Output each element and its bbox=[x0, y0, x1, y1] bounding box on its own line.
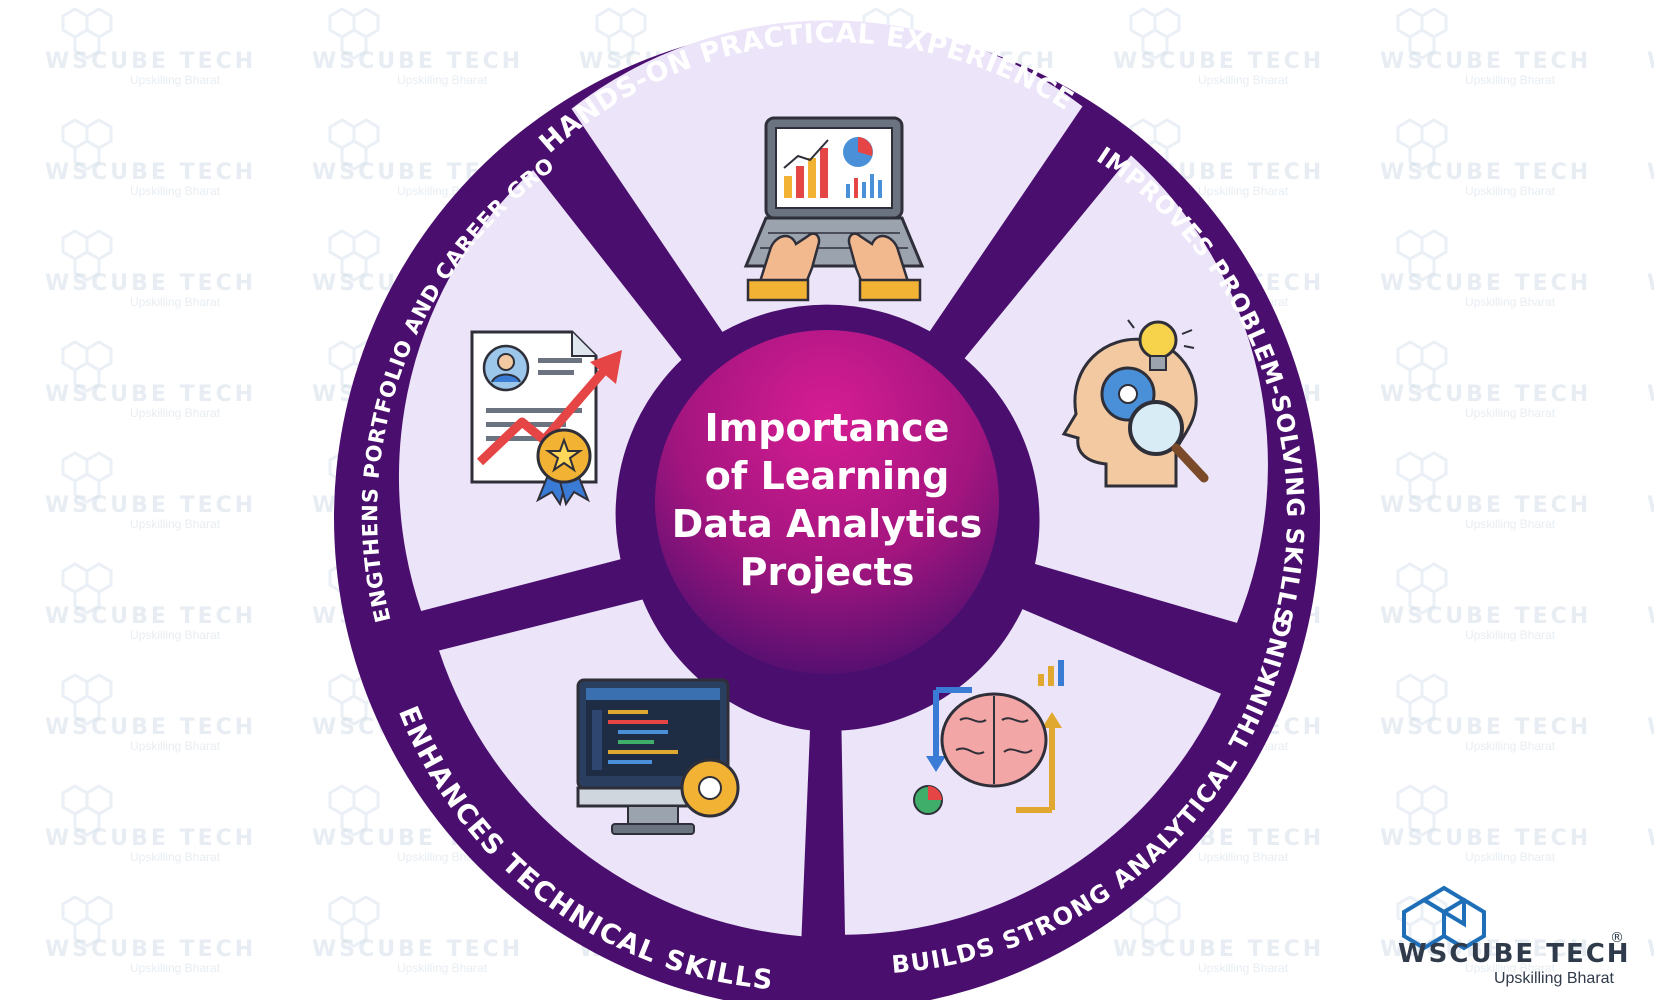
hexagon-logo-icon bbox=[1402, 885, 1486, 951]
head-gears-idea-icon bbox=[1061, 319, 1209, 488]
center-title-line-4: Projects bbox=[740, 550, 915, 594]
resume-growth-badge-icon bbox=[470, 330, 622, 507]
brand-registered-mark: ® bbox=[1610, 930, 1624, 946]
brand-tagline: Upskilling Bharat bbox=[1494, 970, 1615, 987]
brand-name: WSCUBE TECH bbox=[1398, 939, 1631, 969]
brand-logo: WSCUBE TECH ® Upskilling Bharat bbox=[1398, 885, 1631, 987]
laptop-analytics-icon bbox=[743, 116, 925, 302]
center-circle bbox=[655, 330, 999, 674]
center-title-line-1: Importance bbox=[705, 406, 950, 450]
monitor-code-gear-icon bbox=[576, 678, 740, 835]
brain-cycle-icon bbox=[913, 660, 1064, 815]
center-title-line-2: of Learning bbox=[705, 454, 950, 498]
center-title-line-3: Data Analytics bbox=[672, 502, 982, 546]
